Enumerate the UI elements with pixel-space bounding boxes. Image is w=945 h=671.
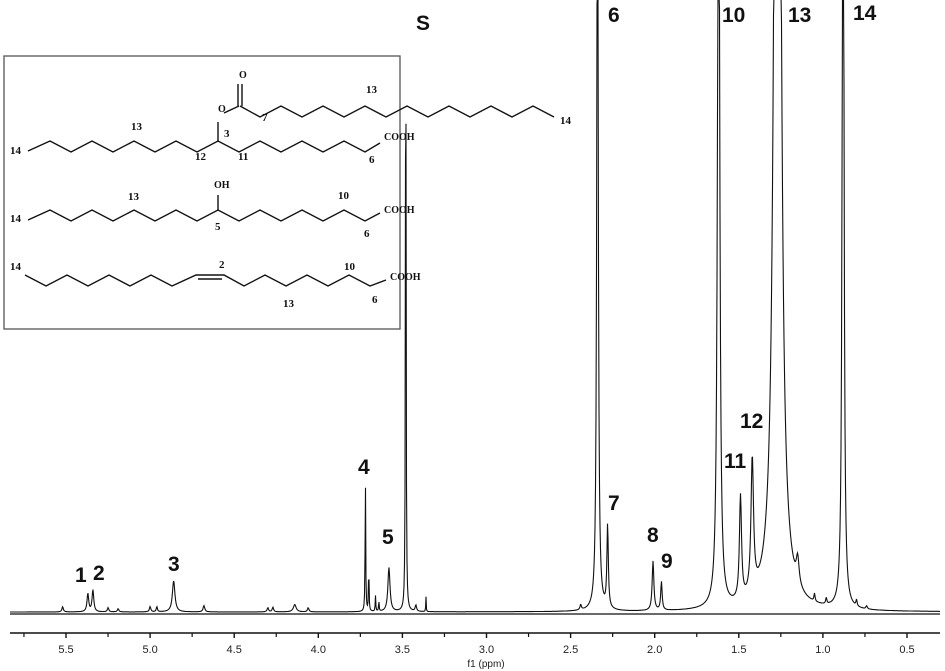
hydroxy-acid-label: 6: [364, 228, 370, 240]
estolide-label: 12: [195, 151, 207, 163]
hydroxy-acid-label: 5: [215, 221, 221, 233]
peak-label-14: 14: [853, 2, 877, 25]
tick-label: 0.5: [899, 644, 914, 656]
hydroxy-main-chain: [27, 209, 381, 222]
tick-label: 5.0: [142, 644, 157, 656]
tick-label: 3.5: [395, 644, 410, 656]
oleic-acid-label: 13: [283, 298, 295, 310]
peak-label-9: 9: [661, 550, 673, 573]
estolide-label: 14: [10, 145, 22, 157]
peak-label-4: 4: [358, 456, 370, 479]
tick-label: 5.5: [58, 644, 73, 656]
peak-label-6: 6: [608, 4, 620, 27]
peak-label-5: 5: [382, 526, 394, 549]
tick-label: 2.0: [647, 644, 662, 656]
peak-label-11: 11: [724, 450, 747, 473]
estolide-label: 7: [262, 112, 268, 124]
tick-label: 1.5: [731, 644, 746, 656]
x-axis: 5.5 5.0 4.5 4.0 3.5 3.0 2.5 2.0 1.5 1.0 0.5 f1 (pp…: [10, 632, 940, 670]
oleic-acid-label: 6: [372, 294, 378, 306]
oleic-acid-label: 10: [344, 261, 356, 273]
estolide-ester-link: [223, 105, 240, 114]
estolide-label: 13: [366, 84, 378, 96]
x-axis-title: f1 (ppm): [467, 659, 504, 670]
peak-label-12: 12: [740, 410, 763, 433]
peak-label-s: S: [416, 12, 430, 35]
oleic-main-chain: [24, 274, 387, 287]
structure-estolide: [27, 84, 555, 153]
oleic-acid-label: 2: [219, 259, 225, 271]
peak-label-8: 8: [647, 524, 659, 547]
hydroxy-acid-label: 13: [128, 191, 140, 203]
estolide-label: 6: [369, 154, 375, 166]
estolide-label: 14: [560, 115, 572, 127]
tick-label: 4.5: [227, 644, 242, 656]
estolide-label: 13: [131, 121, 143, 133]
peak-label-1: 1: [75, 564, 87, 587]
oleic-acid-label: COOH: [390, 272, 421, 283]
structure-hydroxy-acid: [27, 195, 381, 222]
spectrum-trace: [10, 0, 940, 613]
estolide-label: 3: [224, 128, 230, 140]
peak-label-7: 7: [608, 492, 620, 515]
estolide-label: O: [239, 70, 247, 81]
hydroxy-acid-label: COOH: [384, 205, 415, 216]
hydroxy-acid-label: 10: [338, 190, 350, 202]
peak-label-13: 13: [788, 4, 811, 27]
structure-oleic-acid: [24, 274, 387, 287]
estolide-label: 11: [238, 151, 248, 163]
estolide-label: O: [218, 104, 226, 115]
estolide-label: COOH: [384, 132, 415, 143]
estolide-acyl-chain: [239, 105, 555, 118]
hydroxy-acid-label: 14: [10, 213, 22, 225]
oleic-acid-label: 14: [10, 261, 22, 273]
tick-label: 1.0: [815, 644, 830, 656]
tick-label: 2.5: [563, 644, 578, 656]
estolide-main-chain: [27, 140, 381, 153]
x-axis-ticks: 5.5 5.0 4.5 4.0 3.5 3.0 2.5 2.0 1.5 1.0 0.5: [23, 633, 915, 656]
peak-label-10: 10: [722, 4, 745, 27]
tick-label: 4.0: [311, 644, 326, 656]
peak-label-3: 3: [168, 553, 180, 576]
hydroxy-acid-label: OH: [214, 180, 230, 191]
tick-label: 3.0: [479, 644, 494, 656]
peak-label-2: 2: [93, 562, 105, 585]
